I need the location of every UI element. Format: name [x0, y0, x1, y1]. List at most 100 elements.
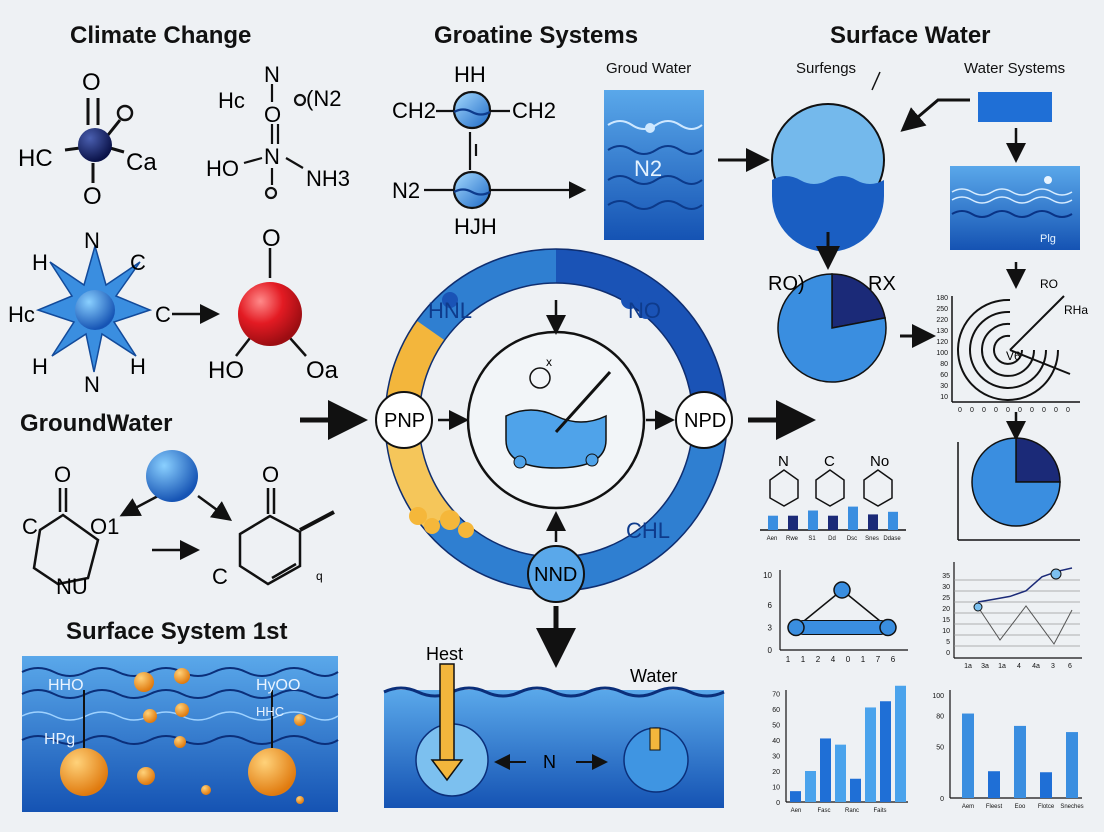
radial-ytick: 250: [936, 306, 948, 313]
radial-xtick: 0: [1066, 407, 1070, 414]
line-point: [879, 618, 897, 637]
radial-xtick: 0: [982, 407, 986, 414]
radial-ytick: 120: [936, 339, 948, 346]
star-molecule: [35, 243, 220, 373]
mini-bar: [848, 506, 858, 530]
m3-hh: HH: [454, 62, 486, 87]
bar-a-ytick: 50: [772, 723, 780, 730]
subtitle-surfengs: Surfengs: [796, 60, 857, 77]
scatter-chart-axes: [953, 562, 1082, 659]
title-surface-system: Surface System 1st: [66, 618, 288, 645]
scatter-ytick: 15: [942, 617, 950, 624]
bar-a-bar: [865, 707, 876, 802]
mini-bar: [868, 514, 878, 530]
bar-a-ytick: 0: [776, 800, 780, 807]
bar-a-label: Fasc: [817, 808, 830, 814]
bar-b-label: Flotce: [1038, 804, 1055, 810]
red-ho: HO: [208, 357, 244, 384]
star-h-bl: H: [32, 354, 48, 379]
scatter-ytick: 35: [942, 573, 950, 580]
cycle-hnl: HNL: [428, 298, 472, 323]
ring-o1: O1: [90, 514, 119, 539]
pie-slice: [1015, 437, 1061, 483]
molecule-navy: [64, 98, 134, 183]
mini-bar: [788, 515, 798, 530]
hex-molecule: [238, 488, 335, 586]
scatter-xtick: 1a: [964, 663, 972, 670]
title-surface-water: Surface Water: [830, 22, 991, 49]
bar-a-bar: [820, 738, 831, 802]
m2-center-n: N: [264, 144, 280, 169]
surface-water-globe: [771, 103, 885, 252]
m3-hjh: HJH: [454, 214, 497, 239]
red-oa: Oa: [306, 357, 339, 384]
bar-b-label: Sneches: [1060, 804, 1083, 810]
pie-slice: [971, 437, 1061, 527]
pie-label-rx: RX: [868, 273, 896, 295]
m3-ch2-left: CH2: [392, 98, 436, 123]
scatter-point: [1050, 568, 1062, 580]
bar-b-bar: [1014, 725, 1026, 798]
radial-xtick: 0: [1006, 407, 1010, 414]
pie-slice: [831, 273, 886, 329]
subtitle-water-systems: Water Systems: [964, 60, 1066, 77]
m2-nh3: NH3: [306, 166, 350, 191]
radial-ro: RO: [1040, 277, 1058, 291]
node-nnd-label: NND: [534, 564, 577, 586]
radial-xtick: 0: [1054, 407, 1058, 414]
bar-a-bar: [880, 701, 891, 802]
bar-a-ytick: 60: [772, 707, 780, 714]
star-c-right: C: [130, 250, 146, 275]
arrow-box-to-circle: [900, 98, 970, 132]
scatter-series-2: [977, 605, 1073, 645]
star-h-left: H: [32, 250, 48, 275]
m2-n: N: [264, 62, 280, 87]
star-n-bottom: N: [84, 372, 100, 397]
node-nnd: [527, 545, 585, 603]
radial-ytick: 30: [940, 383, 948, 390]
m2-ho: HO: [206, 156, 239, 181]
radial-xtick: 0: [1018, 407, 1022, 414]
ring-molecule: [32, 450, 233, 586]
line-xtick: 1: [801, 655, 806, 664]
ss-hhc: HHC: [256, 704, 284, 719]
line-xtick: 7: [876, 655, 881, 664]
bottom-water-tank: [383, 663, 725, 808]
node-npd-label: NPD: [684, 410, 726, 432]
molecule-dual-sphere: [424, 90, 587, 210]
water-systems-box: [978, 92, 1052, 122]
radial-ytick: 100: [936, 350, 948, 357]
star-hc: Hc: [8, 302, 35, 327]
mini-bar-label: S1: [808, 536, 816, 542]
scatter-xtick: 6: [1068, 663, 1072, 670]
scatter-point: [973, 602, 983, 612]
title-groundwater: GroundWater: [20, 410, 173, 437]
m1-bottom: O: [83, 183, 102, 210]
scatter-xtick: 1a: [998, 663, 1006, 670]
radial-rh: RHa: [1064, 303, 1088, 317]
hex-o: O: [262, 462, 279, 487]
mini-n: N: [778, 453, 789, 470]
cycle-center-vessel: [505, 367, 612, 469]
bar-b-bar: [1040, 772, 1052, 798]
pie-slice: [777, 273, 887, 383]
water-wave-card: [950, 166, 1080, 250]
line-xtick: 2: [816, 655, 821, 664]
mini-no: No: [870, 453, 889, 470]
bar-b-ytick: 50: [936, 745, 944, 752]
bar-a-label: Ranc: [845, 808, 859, 814]
bottom-hest: Hest: [426, 644, 463, 664]
mini-bar: [768, 515, 778, 530]
bar-a-bar: [790, 791, 801, 802]
star-c: C: [155, 302, 171, 327]
radial-xtick: 0: [970, 407, 974, 414]
scatter-xtick: 3: [1051, 663, 1055, 670]
bar-a-label: Faits: [873, 808, 886, 814]
radial-v: V6: [1006, 349, 1021, 363]
